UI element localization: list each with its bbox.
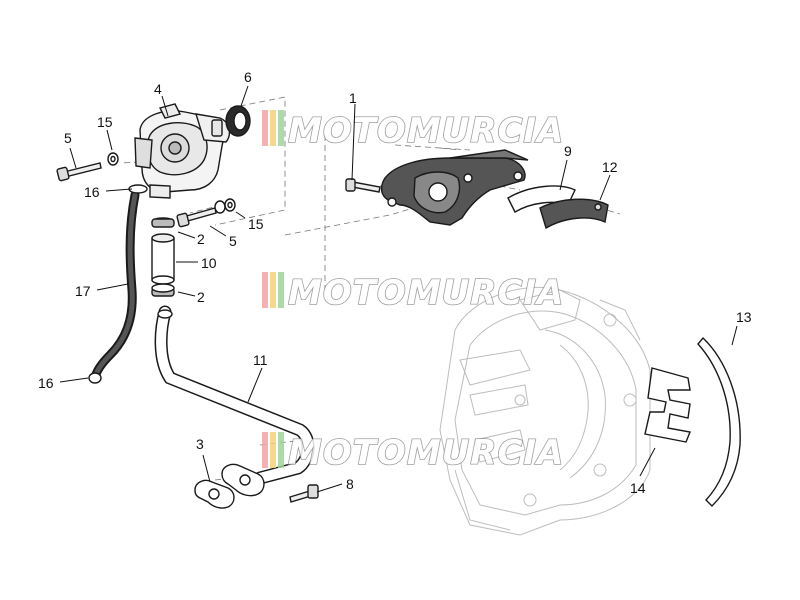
- callout-12: 12: [602, 159, 618, 175]
- callout-6: 6: [244, 69, 252, 85]
- callout-1: 1: [349, 90, 357, 106]
- callout-13: 13: [736, 309, 752, 325]
- callout-16: 16: [38, 375, 54, 391]
- flange-gasket-parts: [194, 463, 319, 509]
- curved-seal-strip-part: [697, 336, 741, 507]
- watermark-text: MOTOMURCIA: [288, 433, 564, 473]
- callout-11: 11: [253, 352, 268, 368]
- callout-labels: 1 2 2 3 4 5 5 6 8 9 10 11 12 13 14 15 15…: [38, 69, 752, 496]
- callout-5: 5: [229, 233, 237, 249]
- callout-17: 17: [75, 283, 91, 299]
- watermark-text: MOTOMURCIA: [288, 111, 564, 151]
- arc-shield-parts: [507, 185, 609, 230]
- water-pump-part: [134, 103, 231, 199]
- clamp-and-sleeve-parts: [151, 217, 175, 297]
- callout-9: 9: [564, 143, 572, 159]
- callout-2: 2: [197, 231, 205, 247]
- callout-8: 8: [346, 476, 354, 492]
- watermark-text: MOTOMURCIA: [288, 273, 564, 313]
- callout-leaders: [59, 85, 738, 493]
- water-pipe-part: [154, 305, 315, 485]
- callout-5: 5: [64, 130, 72, 146]
- callout-16: 16: [84, 184, 100, 200]
- callout-14: 14: [630, 480, 646, 496]
- callout-15: 15: [248, 216, 264, 232]
- seal-ring-part: [225, 105, 251, 137]
- callout-15: 15: [97, 114, 113, 130]
- seal-piece-part: [644, 367, 691, 443]
- callout-3: 3: [196, 436, 204, 452]
- watermark-logo: MOTOMURCIA: [262, 432, 564, 474]
- bypass-hose-part: [88, 184, 148, 384]
- callout-10: 10: [201, 255, 217, 271]
- cover-bracket-part: [345, 149, 529, 226]
- watermark-group: MOTOMURCIA MOTOMURCIA MOTOMURCIA: [262, 110, 564, 474]
- callout-2: 2: [197, 289, 205, 305]
- engine-casing-outline: [439, 286, 651, 536]
- watermark-logo: MOTOMURCIA: [262, 272, 564, 314]
- callout-4: 4: [154, 81, 162, 97]
- watermark-logo: MOTOMURCIA: [262, 110, 564, 152]
- screw-and-washer-parts: [56, 152, 236, 228]
